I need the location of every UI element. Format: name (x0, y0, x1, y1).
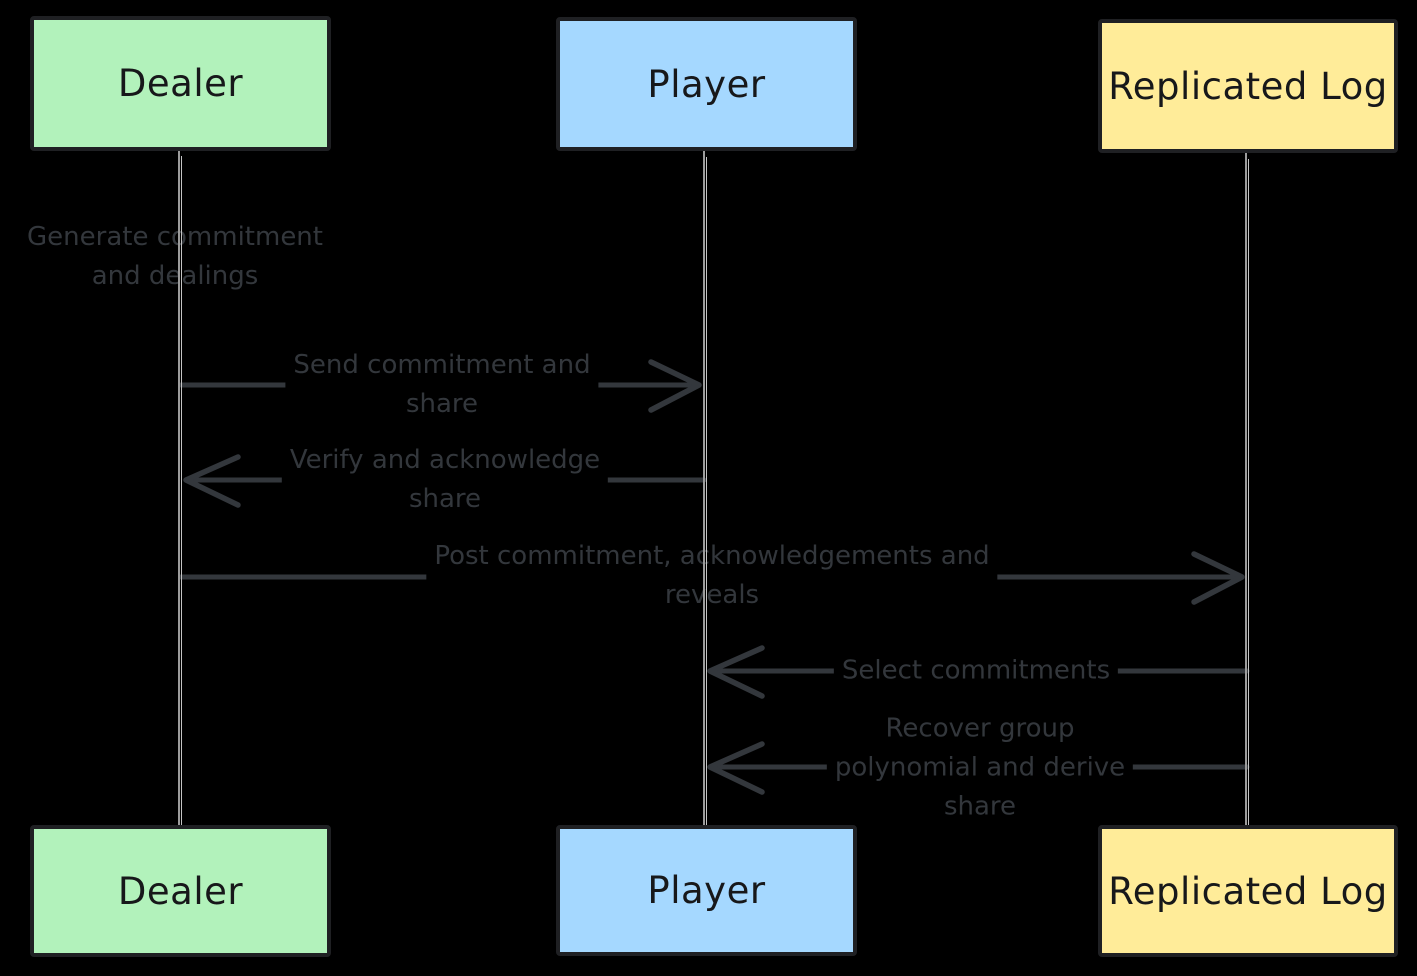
actor-player-bottom-label: Player (647, 869, 766, 912)
message-line: Recover group (885, 713, 1075, 744)
message-line: share (408, 484, 482, 514)
actor-player-top-label: Player (647, 62, 766, 106)
message-post-commitment-acknowledgements-label: Post commitment, acknowledgements and re… (426, 537, 998, 615)
actor-replicated-log-top-box: Replicated Log (1098, 19, 1398, 153)
actor-replicated-log-top-label: Replicated Log (1108, 64, 1388, 108)
message-line: share (943, 791, 1017, 822)
message-verify-and-acknowledge-share-label: Verify and acknowledge share (281, 441, 609, 519)
actor-player-top-box: Player (556, 17, 857, 151)
player-lifeline (703, 151, 707, 825)
message-line: Post commitment, acknowledgements and (434, 541, 990, 571)
actor-replicated-log-bottom-label: Replicated Log (1108, 869, 1388, 913)
dealer-lifeline (178, 150, 182, 825)
note-line: and dealings (91, 261, 259, 291)
message-line: Verify and acknowledge (289, 445, 601, 475)
actor-dealer-bottom-box: Dealer (30, 825, 331, 957)
message-select-commitments-label: Select commitments (833, 651, 1119, 691)
message-line: reveals (664, 580, 760, 610)
actor-dealer-top-label: Dealer (117, 62, 244, 105)
actor-dealer-bottom-label: Dealer (117, 869, 244, 913)
actor-player-bottom-box: Player (556, 825, 857, 956)
message-line: polynomial and derive (834, 752, 1126, 783)
message-line: Select commitments (841, 655, 1111, 686)
message-recover-group-polynomial-label: Recover group polynomial and derive shar… (826, 709, 1134, 827)
note-line: Generate commitment (27, 222, 323, 252)
message-line: share (405, 389, 479, 419)
message-line: Send commitment and (293, 350, 591, 380)
actor-replicated-log-bottom-box: Replicated Log (1098, 825, 1398, 957)
message-send-commitment-and-share-label: Send commitment and share (285, 346, 599, 424)
note-generate-commitment-and-dealings: Generate commitment and dealings (19, 218, 331, 296)
actor-dealer-top-box: Dealer (30, 16, 331, 151)
replicated-log-lifeline (1245, 153, 1249, 825)
